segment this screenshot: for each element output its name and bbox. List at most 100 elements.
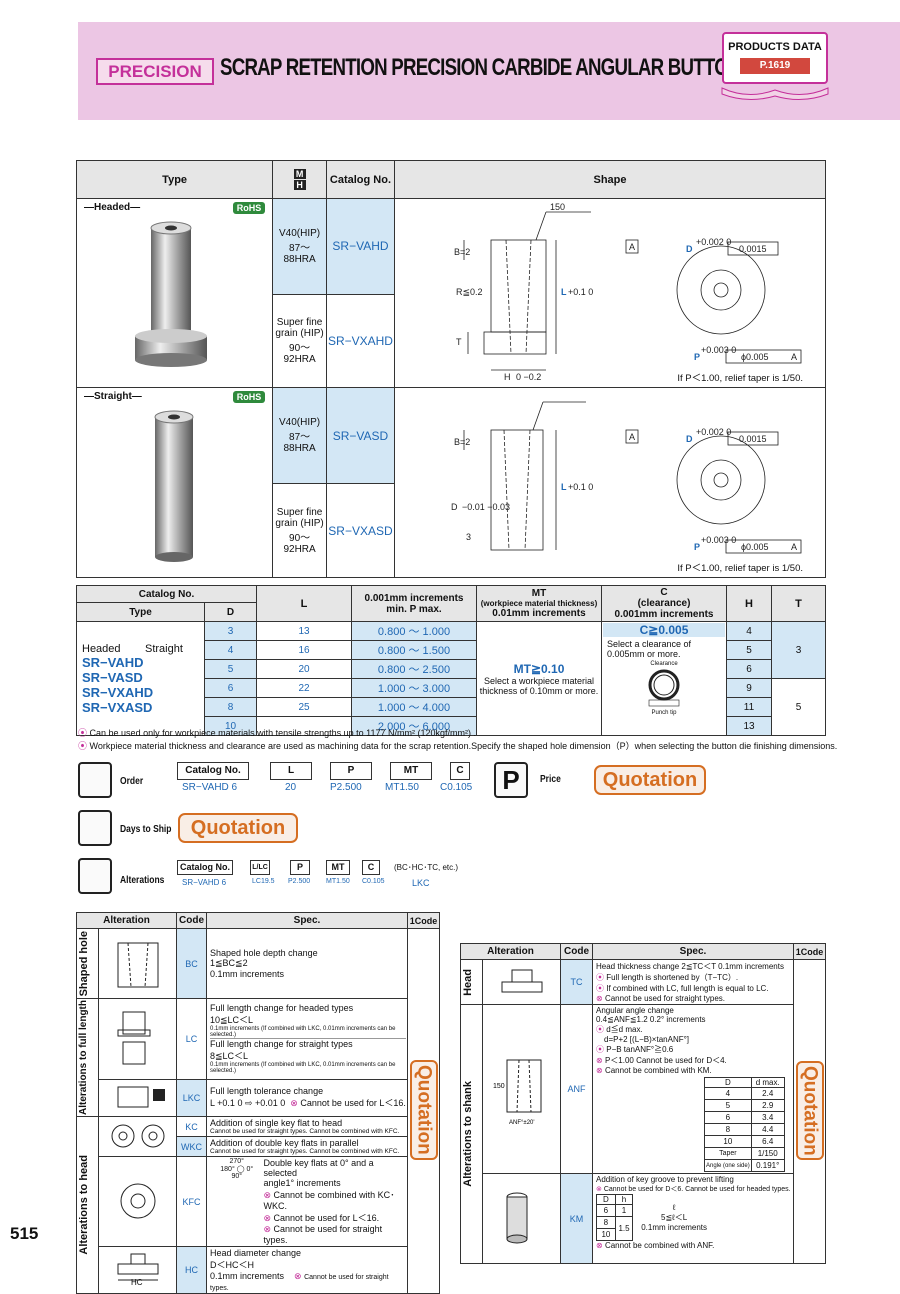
days-label: Days to Ship (120, 824, 172, 835)
spec-d-cell: 3 (204, 621, 257, 641)
price-quotation[interactable]: Quotation (594, 765, 706, 795)
book-icon (721, 87, 829, 100)
spec-l-cell: 13 (256, 621, 352, 641)
code-tc[interactable]: TC (560, 959, 593, 1005)
alt-field-catalog: Catalog No. (177, 860, 233, 875)
catalog-vxahd[interactable]: SR−VXAHD (325, 293, 396, 389)
bc-diagram (98, 928, 177, 999)
catalog-vahd[interactable]: SR−VAHD (325, 198, 396, 295)
headed-die-image (134, 221, 207, 367)
alt-val-mt: MT1.50 (326, 878, 350, 885)
svg-text:ϕ0.005: ϕ0.005 (741, 542, 769, 552)
headed-type-cell: —Headed—RoHS (75, 198, 274, 388)
spec-p-cell: 2.000 ～ 6.000 (351, 716, 477, 736)
code-hc[interactable]: HC (176, 1246, 207, 1294)
products-data-label: PRODUCTS DATA (728, 41, 822, 53)
headed-label: —Headed— (84, 202, 141, 213)
spec-p-cell: 1.000 ～ 3.000 (351, 678, 477, 698)
svg-text:D: D (686, 434, 693, 444)
spec-h-cell: 4 (726, 621, 772, 641)
code-km[interactable]: KM (560, 1173, 593, 1264)
group-head: Alterations to head (76, 1116, 99, 1294)
spec-l-cell: 20 (256, 659, 352, 679)
code-lc[interactable]: LC (176, 998, 207, 1080)
lkc-diagram (98, 1078, 177, 1118)
svg-text:+0.003 0: +0.003 0 (701, 535, 736, 545)
order-val-l: 20 (285, 782, 297, 793)
order-field-catalog: Catalog No. (177, 762, 249, 780)
code-lkc[interactable]: LKC (176, 1078, 207, 1118)
alt-field-c: C (362, 860, 380, 875)
svg-text:H: H (504, 372, 511, 382)
spec-t-cell: 3 (771, 621, 826, 679)
order-val-p: P2.500 (330, 782, 362, 793)
svg-text:150: 150 (493, 1083, 505, 1090)
products-data-box[interactable]: PRODUCTS DATA P.1619 (722, 32, 828, 84)
group-shank: Alterations to shank (460, 1004, 483, 1264)
spec-type-cell: Headed Straight SR−VAHD SR−VASD SR−VXAHD… (76, 621, 205, 736)
left-quotation[interactable]: Quotation (409, 1060, 438, 1160)
svg-text:+0.002 0: +0.002 0 (696, 237, 731, 247)
order-field-c: C (450, 762, 470, 780)
code-anf[interactable]: ANF (560, 1004, 593, 1174)
spec-p-cell: 0.800 ～ 1.000 (351, 621, 477, 641)
spec-d-cell: 10 (204, 716, 257, 736)
svg-text:3: 3 (466, 532, 471, 542)
svg-text:A: A (791, 542, 797, 552)
svg-text:L: L (561, 482, 567, 492)
alterations-label: Alterations (120, 875, 165, 886)
group-shaped-hole: Shaped hole (76, 928, 99, 999)
group-full-length: Alterations to full length (76, 998, 99, 1117)
alt-field-l: L/LC (250, 860, 270, 875)
straight-die-image (154, 410, 194, 562)
spec-l-cell: 25 (256, 697, 352, 717)
days-quotation[interactable]: Quotation (178, 813, 298, 843)
svg-text:A: A (791, 352, 797, 362)
clearance-diagram (648, 669, 680, 707)
svg-text:0.0015: 0.0015 (739, 434, 767, 444)
group-head-right: Head (460, 959, 483, 1005)
hc-diagram: HC (98, 1246, 177, 1294)
alt-h-alteration: Alteration (76, 912, 177, 929)
spec-t-cell: 5 (771, 678, 826, 736)
tc-diagram (482, 959, 561, 1005)
code-kfc[interactable]: KFC (176, 1156, 207, 1247)
svg-text:P: P (694, 352, 700, 362)
col-catalog: Catalog No. (325, 160, 396, 199)
spec-h-d: D (204, 602, 257, 622)
alt-val-p: P2.500 (288, 878, 311, 885)
km-spec: Addition of key groove to prevent liftin… (592, 1173, 794, 1264)
altr-h-code: Code (560, 943, 593, 960)
alt-val-lc: LC19.5 (252, 878, 275, 885)
spec-note-2: ⦿ Workpiece material thickness and clear… (78, 741, 838, 751)
spec-note-1: ⦿ Can be used only for workpiece materia… (78, 728, 477, 738)
code-bc[interactable]: BC (176, 928, 207, 999)
left-quotation-cell: Quotation (407, 928, 440, 1294)
catalog-vasd[interactable]: SR−VASD (325, 387, 396, 484)
order-field-mt: MT (390, 762, 432, 780)
alt-h-spec: Spec. (206, 912, 408, 929)
spec-l-cell: 22 (256, 678, 352, 698)
code-kc[interactable]: KC (176, 1116, 207, 1137)
straight-type-cell: —Straight—RoHS (75, 387, 274, 578)
spec-c-cell: C≧0.005 Select a clearance of 0.005mm or… (601, 621, 727, 736)
spec-h-cell: 9 (726, 678, 772, 698)
alterations-icon (78, 858, 112, 894)
col-shape: Shape (394, 160, 826, 199)
svg-text:D: D (686, 244, 693, 254)
code-wkc[interactable]: WKC (176, 1136, 207, 1157)
spec-d-cell: 6 (204, 678, 257, 698)
catalog-vxasd[interactable]: SR−VXASD (325, 483, 396, 578)
right-quotation[interactable]: Quotation (795, 1060, 824, 1161)
svg-text:L: L (561, 287, 567, 297)
svg-text:−0.01 −0.03: −0.01 −0.03 (462, 502, 510, 512)
svg-text:T: T (456, 337, 462, 347)
